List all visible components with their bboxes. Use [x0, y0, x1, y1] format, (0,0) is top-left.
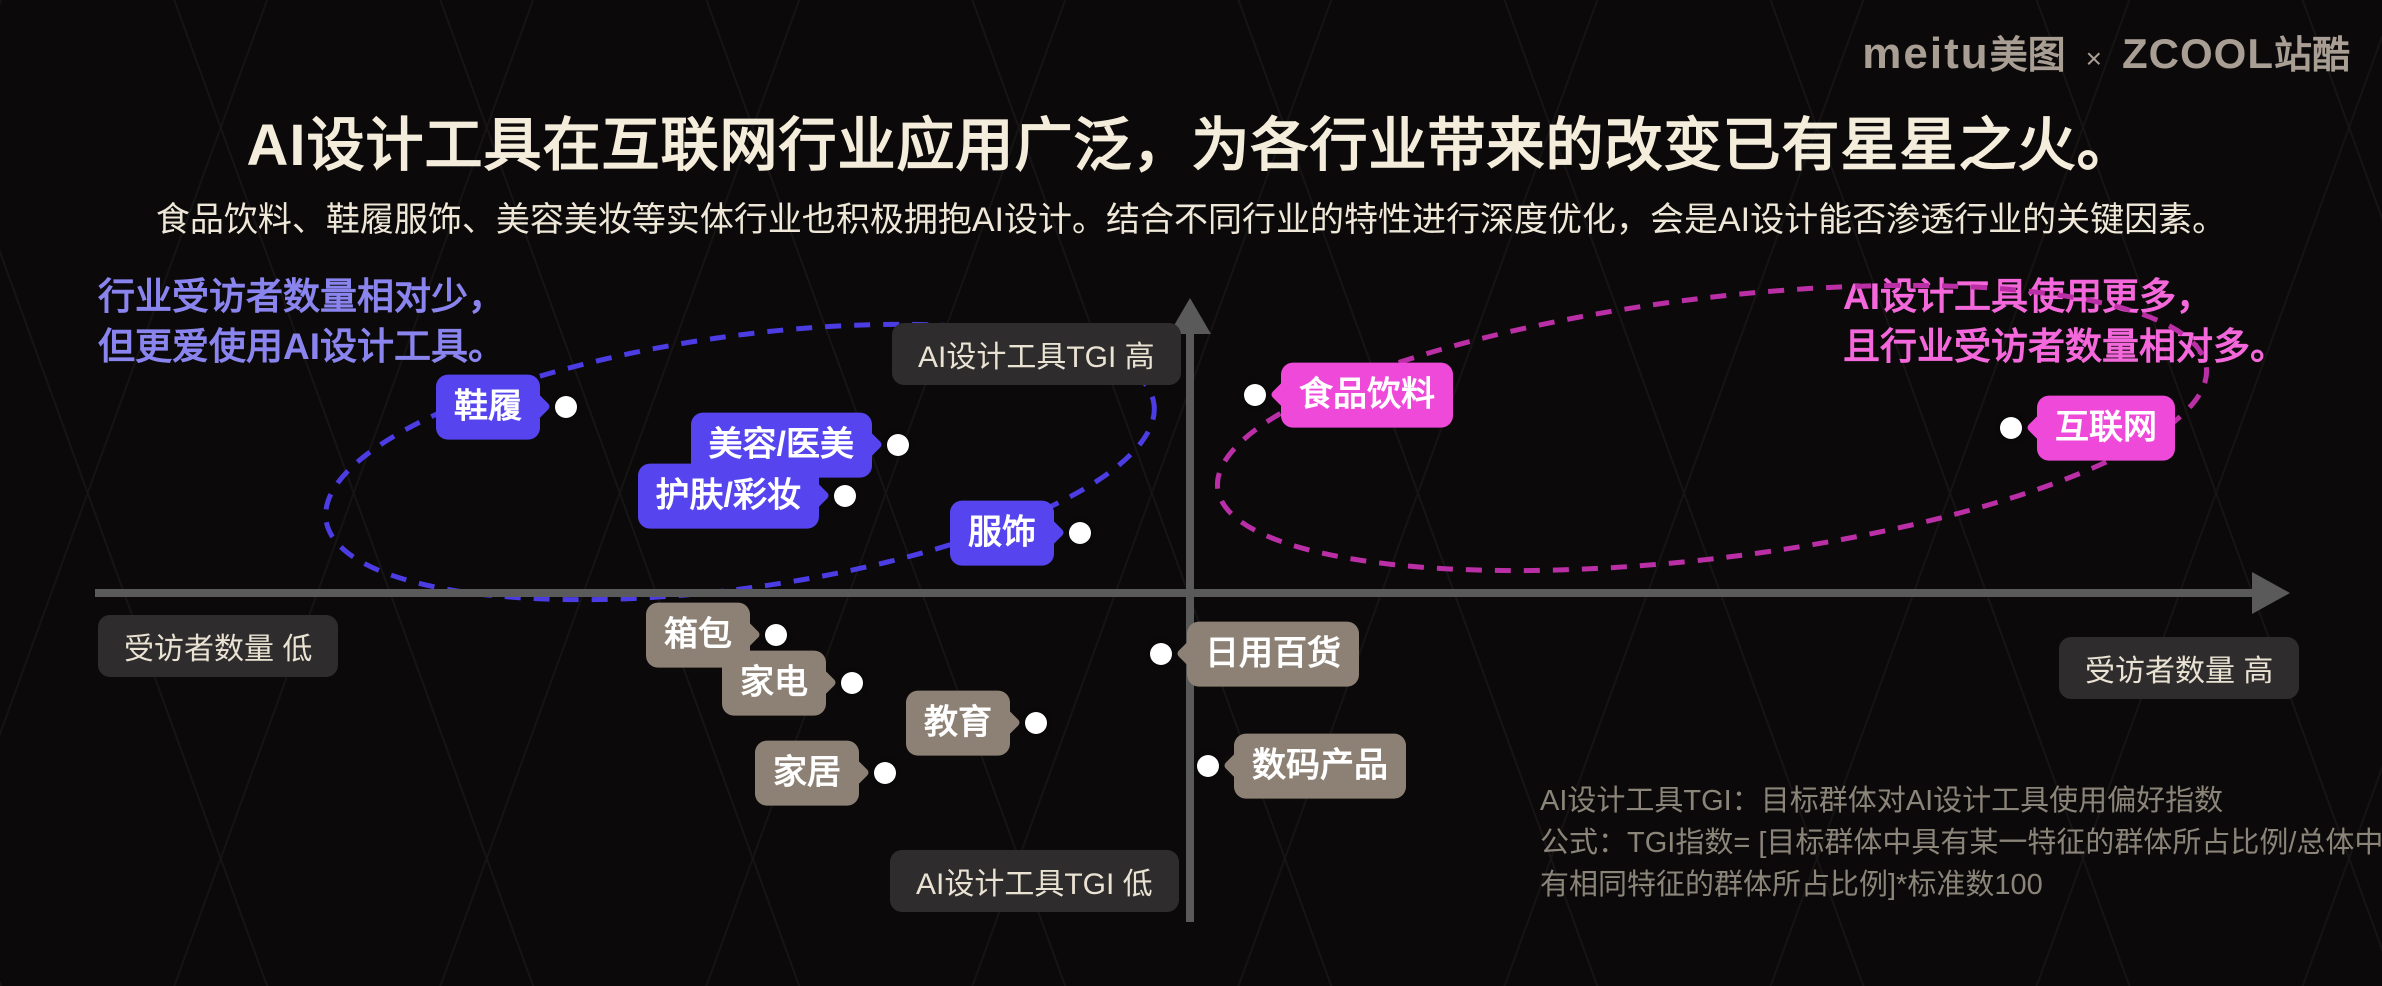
- zcool-logo: ZCOOL站酷: [2122, 24, 2350, 79]
- meitu-latin-logo: meitu: [1862, 29, 1990, 78]
- y-axis-arrow-icon: [1169, 298, 1211, 334]
- axis-label-count-low: 受访者数量 低: [98, 615, 339, 677]
- x-axis-arrow-icon: [2252, 572, 2290, 614]
- axis-label-tgi-low: AI设计工具TGI 低: [890, 850, 1179, 912]
- footnote-line1: AI设计工具TGI：目标群体对AI设计工具使用偏好指数: [1540, 785, 2224, 817]
- industry-tag: 互联网: [2025, 395, 2175, 461]
- annotation-left-line1: 行业受访者数量相对少，: [98, 276, 505, 317]
- point-dot: [1150, 643, 1172, 665]
- purple-cluster-ellipse: [323, 321, 1157, 603]
- industry-tag: 家居: [755, 740, 871, 806]
- point-dot: [1069, 522, 1091, 544]
- annotation-left-line2: 但更爱使用AI设计工具。: [98, 326, 505, 367]
- point-dot: [1197, 755, 1219, 777]
- meitu-cn-logo: 美图: [1989, 35, 2066, 77]
- industry-tag: 护肤/彩妆: [637, 463, 831, 529]
- zcool-cn-logo: 站酷: [2273, 35, 2350, 77]
- footnote-line2: 公式：TGI指数= [目标群体中具有某一特征的群体所占比例/总体中具: [1540, 827, 2382, 859]
- point-dot: [887, 434, 909, 456]
- annotation-right-line1: AI设计工具使用更多，: [1843, 276, 2213, 317]
- zcool-latin-logo: ZCOOL: [2122, 30, 2274, 77]
- meitu-logo: meitu美图: [1862, 24, 2065, 79]
- industry-tag: 食品饮料: [1269, 362, 1453, 428]
- industry-tag: 鞋履: [436, 374, 552, 440]
- axis-label-count-high: 受访者数量 高: [2059, 637, 2300, 699]
- footnote-line3: 有相同特征的群体所占比例]*标准数100: [1540, 869, 2043, 901]
- point-dot: [1244, 384, 1266, 406]
- industry-tag: 日用百货: [1175, 621, 1359, 687]
- point-dot: [555, 396, 577, 418]
- page-title: AI设计工具在互联网行业应用广泛，为各行业带来的改变已有星星之火。: [246, 113, 2136, 178]
- axis-label-tgi-high: AI设计工具TGI 高: [892, 323, 1181, 385]
- point-dot: [874, 762, 896, 784]
- x-separator: ×: [2085, 43, 2102, 74]
- industry-tag: 数码产品: [1222, 733, 1406, 799]
- logo-lockup: meitu美图 × ZCOOL站酷: [1862, 24, 2350, 79]
- point-dot: [2000, 417, 2022, 439]
- industry-tag: 教育: [906, 690, 1022, 756]
- industry-tag: 家电: [722, 650, 838, 716]
- industry-tag: 服饰: [950, 500, 1066, 566]
- point-dot: [834, 485, 856, 507]
- point-dot: [841, 672, 863, 694]
- page-subtitle: 食品饮料、鞋履服饰、美容美妆等实体行业也积极拥抱AI设计。结合不同行业的特性进行…: [155, 201, 2227, 239]
- point-dot: [765, 624, 787, 646]
- annotation-left-cluster: 行业受访者数量相对少， 但更爱使用AI设计工具。: [98, 272, 505, 372]
- annotation-right-cluster: AI设计工具使用更多， 且行业受访者数量相对多。: [1843, 272, 2287, 372]
- point-dot: [1025, 712, 1047, 734]
- annotation-right-line2: 且行业受访者数量相对多。: [1843, 326, 2287, 367]
- magenta-cluster-ellipse: [1214, 282, 2210, 574]
- tgi-footnote: AI设计工具TGI：目标群体对AI设计工具使用偏好指数 公式：TGI指数= [目…: [1540, 780, 2382, 906]
